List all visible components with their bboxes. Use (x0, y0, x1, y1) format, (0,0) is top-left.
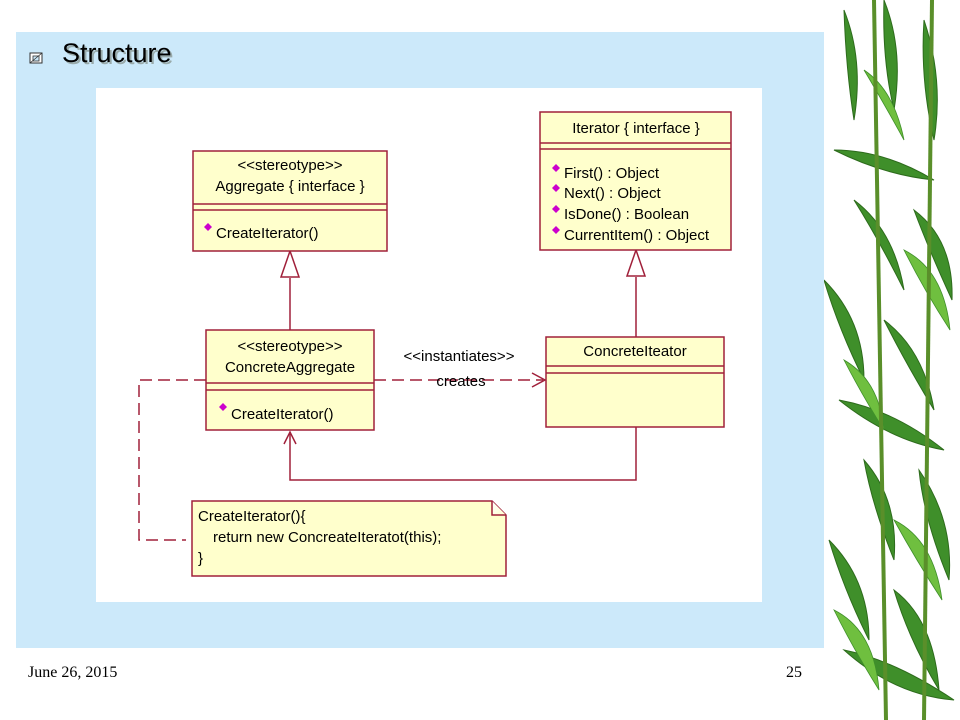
association-iterator-to-aggregate (283, 427, 637, 481)
method-marker-icon (219, 403, 227, 411)
note-line: return new ConcreateIteratot(this); (213, 529, 441, 546)
iterator-method: IsDone() : Boolean (564, 206, 689, 223)
slide-title: Structure (62, 38, 172, 68)
method-marker-icon (552, 205, 560, 213)
concrete-iterator-name: ConcreteIteator (583, 343, 686, 360)
iterator-method: Next() : Object (564, 185, 662, 202)
note-line: } (198, 550, 203, 567)
concrete-aggregate-name: ConcreteAggregate (225, 359, 355, 376)
aggregate-name: Aggregate { interface } (215, 178, 364, 195)
code-note: CreateIterator(){ return new ConcreateIt… (191, 500, 507, 577)
note-line: CreateIterator(){ (198, 508, 306, 525)
iterator-method: First() : Object (564, 165, 660, 182)
method-marker-icon (552, 164, 560, 172)
class-concrete-iterator: ConcreteIteator (545, 336, 725, 428)
bamboo-decoration (824, 0, 960, 720)
generalization-aggregate (279, 248, 301, 330)
instantiates-label: <<instantiates>> (404, 348, 515, 365)
aggregate-method: CreateIterator() (216, 225, 319, 242)
note-anchor (138, 379, 206, 541)
iterator-name: Iterator { interface } (572, 120, 700, 137)
method-marker-icon (552, 184, 560, 192)
creates-dependency (374, 372, 547, 388)
page-number: 25 (786, 664, 802, 681)
class-concrete-aggregate: <<stereotype>> ConcreteAggregate CreateI… (205, 329, 375, 431)
method-marker-icon (552, 226, 560, 234)
class-iterator: Iterator { interface } First() : Object … (539, 111, 732, 251)
concrete-aggregate-stereotype: <<stereotype>> (237, 338, 342, 355)
concrete-aggregate-method: CreateIterator() (231, 406, 334, 423)
footer-date: June 26, 2015 (28, 664, 118, 681)
class-aggregate: <<stereotype>> Aggregate { interface } C… (192, 150, 388, 252)
uml-diagram: <<stereotype>> Aggregate { interface } C… (96, 88, 762, 602)
method-marker-icon (204, 223, 212, 231)
aggregate-stereotype: <<stereotype>> (237, 157, 342, 174)
generalization-iterator (625, 247, 647, 337)
bullet-icon (29, 52, 43, 64)
iterator-method: CurrentItem() : Object (564, 227, 710, 244)
creates-label: creates (436, 373, 485, 390)
